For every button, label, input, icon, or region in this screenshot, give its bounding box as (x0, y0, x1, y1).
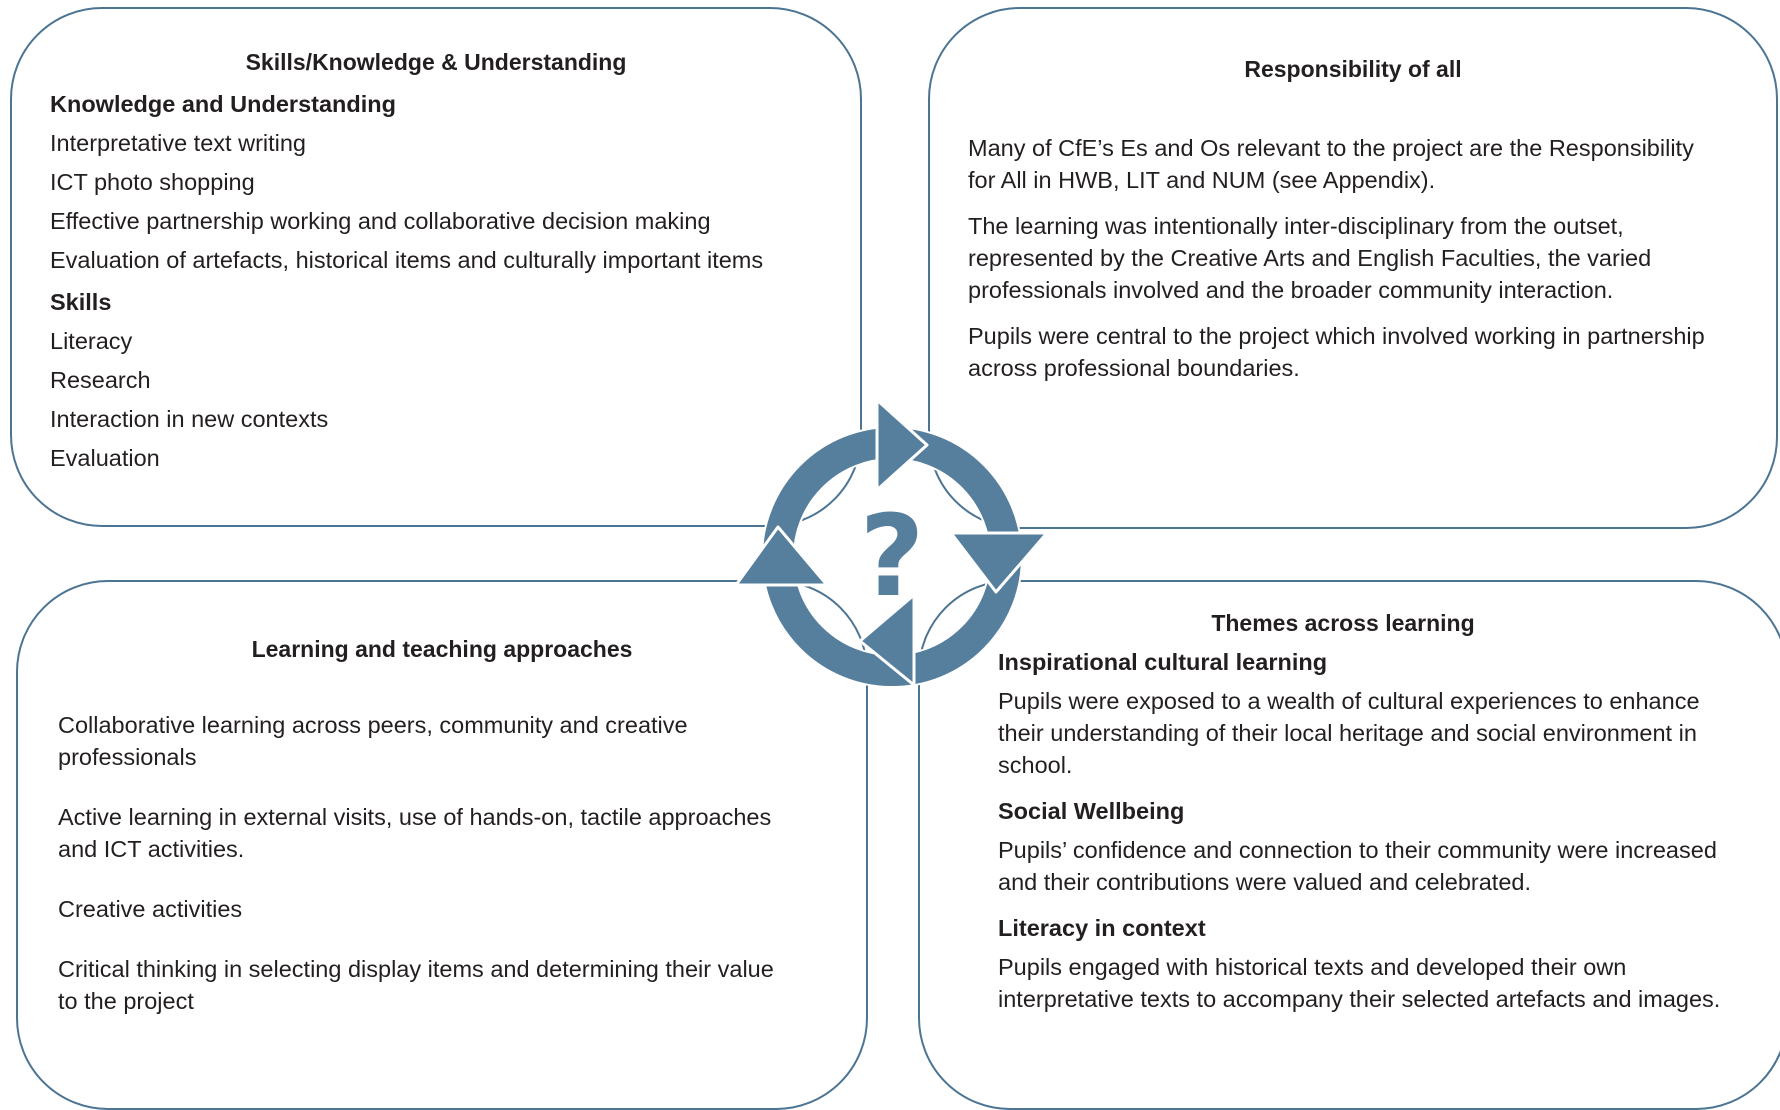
learning-teaching-panel: Learning and teaching approaches Collabo… (16, 580, 868, 1110)
list-item: Research (50, 367, 151, 393)
list-item: ICT photo shopping (50, 169, 255, 195)
paragraph: Collaborative learning across peers, com… (58, 712, 688, 770)
arrow-bottom-icon (858, 593, 916, 687)
section-heading: Knowledge and Understanding (50, 91, 396, 117)
arrow-right-icon (949, 531, 1049, 594)
themes-panel: Themes across learning Inspirational cul… (918, 580, 1780, 1110)
section-heading: Inspirational cultural learning (998, 649, 1328, 675)
paragraph: Critical thinking in selecting display i… (58, 956, 774, 1014)
cycle-arrows-question-icon: ? (734, 398, 1049, 688)
paragraph: Pupils engaged with historical texts and… (998, 954, 1721, 1012)
panel-title: Skills/Knowledge & Understanding (245, 49, 627, 75)
list-item: Effective partnership working and collab… (50, 208, 711, 234)
panel-title: Themes across learning (1211, 610, 1475, 636)
panel-content: Collaborative learning across peers, com… (58, 709, 778, 1045)
paragraph: Many of CfE’s Es and Os relevant to the … (968, 135, 1694, 193)
list-item: Literacy (50, 328, 133, 354)
paragraph: Pupils’ confidence and connection to the… (998, 837, 1717, 895)
question-mark: ? (860, 492, 925, 622)
list-item: Evaluation (50, 445, 160, 471)
list-item: Evaluation of artefacts, historical item… (50, 247, 764, 273)
panel-content: Knowledge and Understanding Interpretati… (50, 88, 850, 474)
section-heading: Skills (50, 289, 112, 315)
section-heading: Literacy in context (998, 915, 1206, 941)
paragraph: Pupils were central to the project which… (968, 323, 1705, 381)
list-item: Interaction in new contexts (50, 406, 329, 432)
responsibility-panel: Responsibility of all Many of CfE’s Es a… (928, 7, 1778, 529)
paragraph: The learning was intentionally inter-dis… (968, 213, 1652, 303)
panel-content: Many of CfE’s Es and Os relevant to the … (968, 132, 1708, 398)
paragraph: Pupils were exposed to a wealth of cultu… (998, 688, 1700, 778)
list-item: Interpretative text writing (50, 130, 306, 156)
section-heading: Social Wellbeing (998, 798, 1185, 824)
panel-title: Learning and teaching approaches (251, 636, 633, 662)
panel-title: Responsibility of all (1244, 56, 1462, 82)
arrow-top-icon (875, 398, 929, 492)
arrow-left-icon (734, 525, 829, 587)
panel-content: Inspirational cultural learning Pupils w… (998, 646, 1738, 1029)
paragraph: Active learning in external visits, use … (58, 804, 772, 862)
skills-knowledge-panel: Skills/Knowledge & Understanding Knowled… (10, 7, 862, 527)
paragraph: Creative activities (58, 896, 243, 922)
